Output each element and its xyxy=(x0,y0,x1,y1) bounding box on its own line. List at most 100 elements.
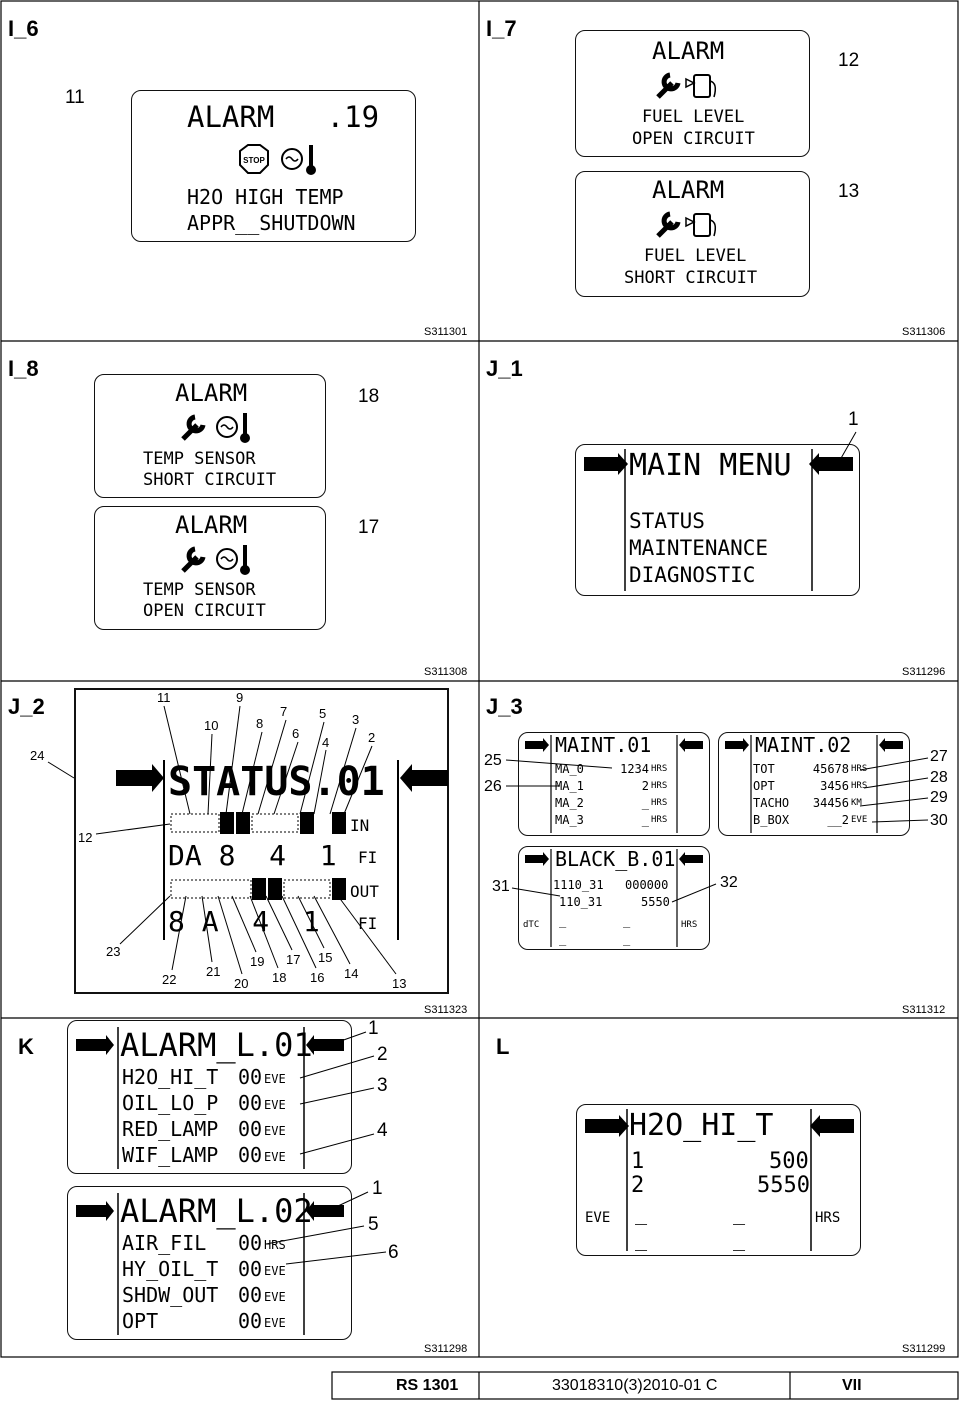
callout-number: 16 xyxy=(310,970,325,985)
callout-number: 11 xyxy=(157,690,171,705)
panel-id-k: K xyxy=(18,1034,34,1059)
callout-number: 12 xyxy=(838,50,860,71)
lcd-title: MAINT.01 xyxy=(555,733,652,757)
bb-value: 5550 xyxy=(641,895,670,909)
lcd-line: TEMP SENSOR xyxy=(143,449,256,469)
alarm-count: 00 xyxy=(238,1091,263,1115)
callout-number: 4 xyxy=(322,735,330,750)
callout-number: 6 xyxy=(292,726,300,741)
row-value: 500 xyxy=(769,1149,809,1174)
callout-number: 6 xyxy=(388,1242,399,1263)
maint-label: B_BOX xyxy=(753,813,790,827)
footer-doc-number: 33018310(3)2010-01 C xyxy=(552,1377,718,1394)
callout-number: 1 xyxy=(848,409,859,430)
callout-number: 19 xyxy=(250,954,265,969)
lcd-frame-lines xyxy=(525,735,703,833)
maint-unit: HRS xyxy=(651,815,668,825)
panel-id-l: L xyxy=(496,1034,510,1059)
lcd-i7-open: ALARM FUEL LEVEL OPEN CIRCUIT xyxy=(575,30,810,157)
row-index: 1 xyxy=(631,1149,645,1174)
fi-label: FI xyxy=(358,914,378,933)
status-row-da: DA 8 4 1 xyxy=(168,839,337,872)
callout-number: 10 xyxy=(204,718,219,733)
menu-item-diagnostic: DIAGNOSTIC xyxy=(629,563,756,587)
maint-label: MA_2 xyxy=(555,796,584,810)
callout-number: 4 xyxy=(377,1120,388,1141)
dash: _ xyxy=(623,914,631,928)
alarm-name: H2O_HI_T xyxy=(122,1065,219,1089)
lcd-title: STATUS.01 xyxy=(168,759,385,805)
callout-number: 3 xyxy=(377,1075,388,1096)
maint-label: MA_0 xyxy=(555,762,584,776)
wrench-engine-temp-icon xyxy=(181,413,250,443)
menu-item-maintenance: MAINTENANCE xyxy=(629,536,769,560)
maint-label: MA_1 xyxy=(555,779,584,793)
dash: _ xyxy=(559,914,567,928)
lcd-line: TEMP SENSOR xyxy=(143,580,256,600)
figure-code-j2: S311323 xyxy=(424,1004,468,1016)
out-label: OUT xyxy=(350,882,379,901)
row-index: 2 xyxy=(631,1173,645,1198)
maint-value: __2 xyxy=(827,813,849,827)
figure-code-j1: S311296 xyxy=(902,666,946,678)
callout-number: 31 xyxy=(492,878,510,895)
row-value: 5550 xyxy=(757,1173,810,1198)
callout-number: 24 xyxy=(30,748,45,763)
callout-number: 5 xyxy=(368,1214,379,1235)
alarm-unit: EVE xyxy=(264,1264,286,1278)
maint-value: _ xyxy=(641,813,649,827)
figure-code-j3: S311312 xyxy=(902,1004,946,1016)
callout-number: 23 xyxy=(106,944,121,959)
maint-unit: HRS xyxy=(851,764,868,774)
maint-label: MA_3 xyxy=(555,813,584,827)
alarm-count: 00 xyxy=(238,1143,263,1167)
callout-number: 22 xyxy=(162,972,177,987)
callout-number: 26 xyxy=(484,778,502,795)
callout-number: 30 xyxy=(930,812,948,829)
lcd-title: BLACK_B.01 xyxy=(555,847,676,871)
lcd-main-menu: MAIN MENU STATUS MAINTENANCE DIAGNOSTIC xyxy=(575,444,860,596)
alarm-unit: EVE xyxy=(264,1072,286,1086)
callout-number: 20 xyxy=(234,976,249,991)
lcd-status: STATUS.01 IN DA 8 4 1 FI OUT 8 A 4 1 FI xyxy=(74,688,449,994)
lcd-i8-short: ALARM TEMP SENSOR SHORT CIRCUIT xyxy=(94,374,326,498)
alarm-name: RED_LAMP xyxy=(122,1117,219,1141)
callout-number: 18 xyxy=(358,386,380,407)
maint-unit: KM xyxy=(851,798,862,808)
alarm-unit: EVE xyxy=(264,1098,286,1112)
lcd-title: ALARM xyxy=(652,176,725,204)
figure-code-i6: S311301 xyxy=(424,326,468,338)
panel-id-j2: J_2 xyxy=(8,694,45,719)
alarm-name: WIF_LAMP xyxy=(122,1143,219,1167)
alarm-count: 00 xyxy=(238,1231,263,1255)
panel-id-j3: J_3 xyxy=(486,694,523,719)
maint-label: TOT xyxy=(753,762,775,776)
maint-label: OPT xyxy=(753,779,775,793)
figure-code-i7: S311306 xyxy=(902,326,946,338)
lcd-i7-short: ALARM FUEL LEVEL SHORT CIRCUIT xyxy=(575,171,810,297)
maint-unit: EVE xyxy=(851,815,868,825)
lcd-frame-lines xyxy=(76,1027,344,1169)
figure-code-k: S311298 xyxy=(424,1343,468,1355)
callout-number: 18 xyxy=(272,970,287,985)
maint-unit: HRS xyxy=(651,764,668,774)
maint-value: 34456 xyxy=(812,796,849,810)
bb-value: 000000 xyxy=(625,878,669,892)
maint-value: 2 xyxy=(641,779,649,793)
footer-page: VII xyxy=(842,1377,862,1394)
panel-id-i7: I_7 xyxy=(486,16,517,41)
alarm-name: HY_OIL_T xyxy=(122,1257,219,1281)
maint-value: _ xyxy=(641,796,649,810)
lcd-i8-open: ALARM TEMP SENSOR OPEN CIRCUIT xyxy=(94,506,326,630)
callout-number: 13 xyxy=(392,976,407,991)
callout-number: 2 xyxy=(368,730,376,745)
lcd-title: ALARM xyxy=(175,511,248,539)
callout-number: 17 xyxy=(358,517,380,538)
